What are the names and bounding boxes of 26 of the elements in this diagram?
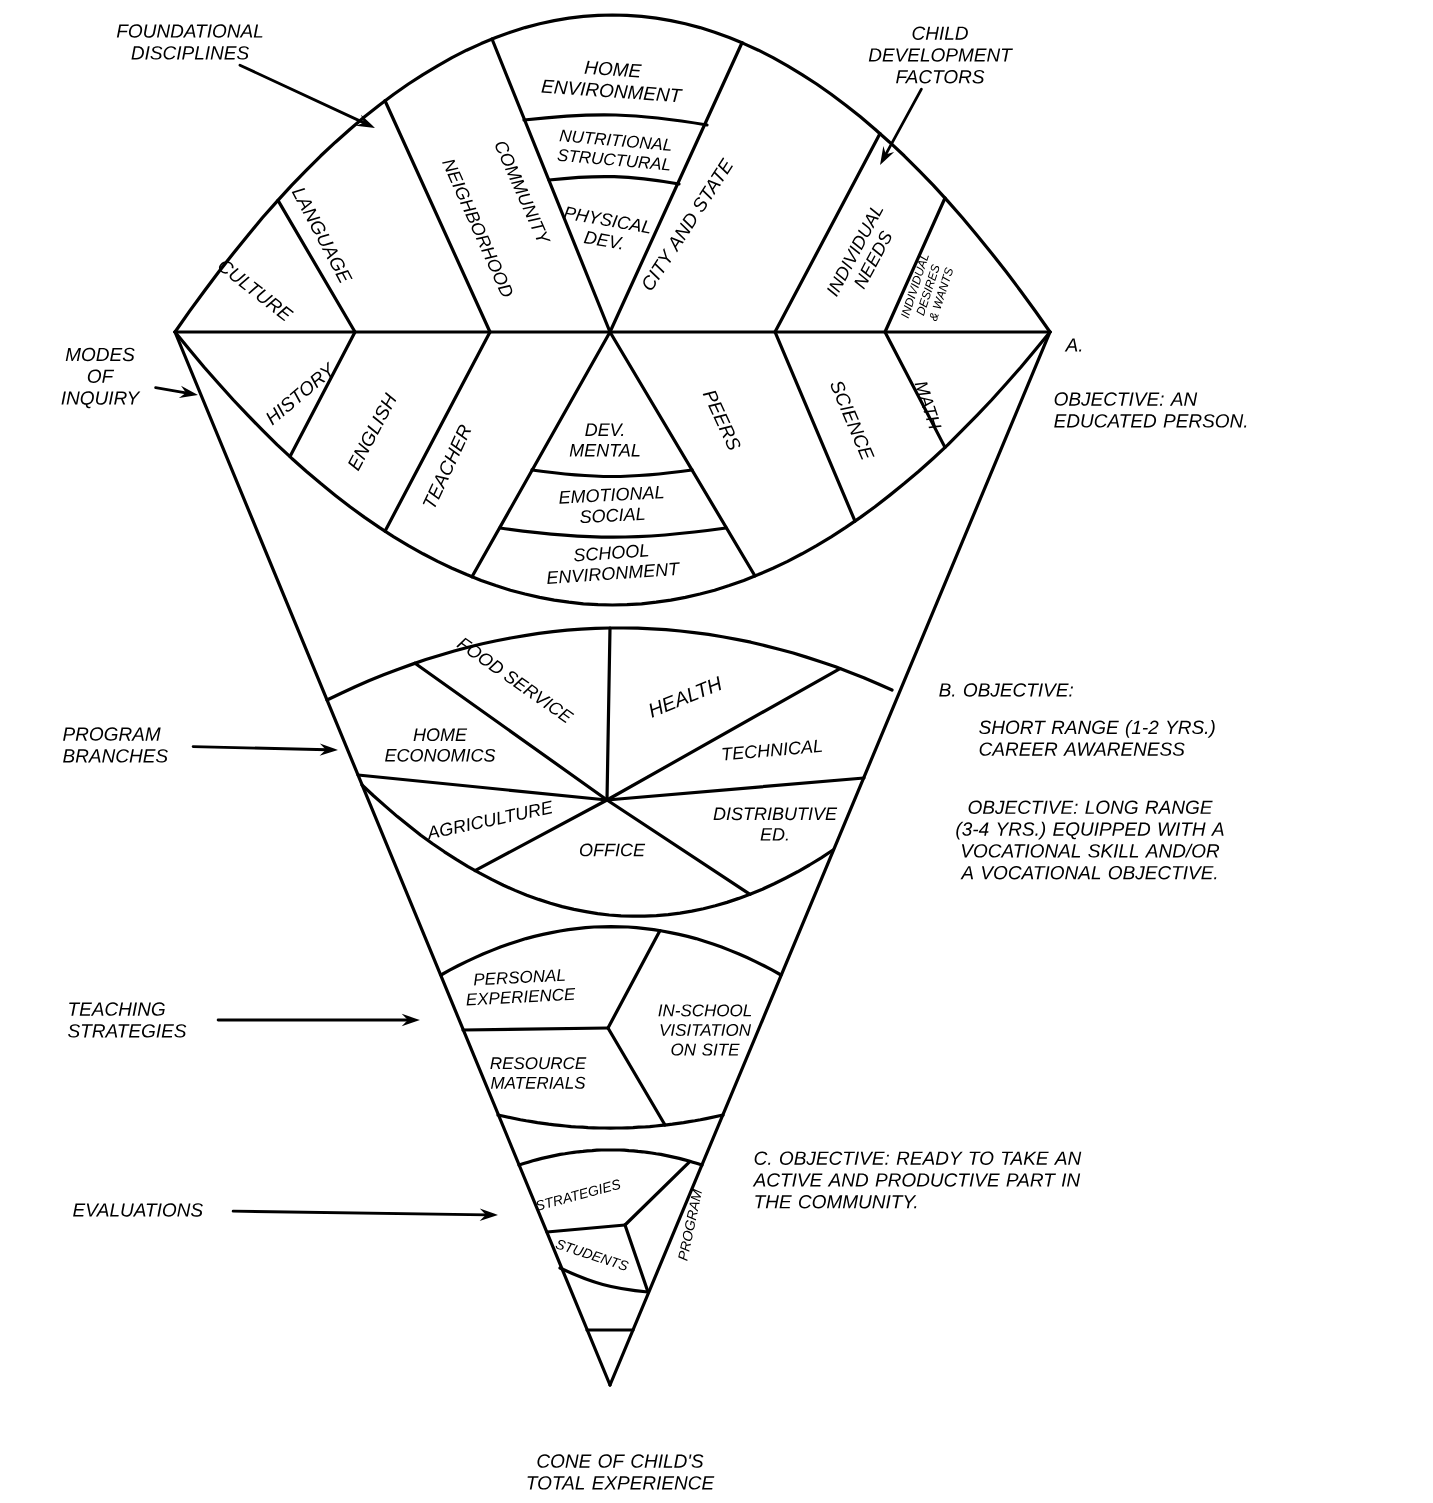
cone-caption: CONE OF CHILD'S TOTAL EXPERIENCE [527, 1454, 715, 1490]
objective-text: SHORT RANGE (1-2 YRS.) CAREER AWARENESS [979, 720, 1215, 756]
objective-text: OBJECTIVE: LONG RANGE (3-4 YRS.) EQUIPPED WITH A VOCATIONAL SKILL AND/OR A VOCATIONAL OBJECTIVE. [956, 800, 1224, 880]
segment-label: HOME ENVIRONMENT [541, 60, 683, 102]
side-label: EVALUATIONS [73, 1203, 203, 1217]
segment-label: RESOURCE MATERIALS [490, 1057, 587, 1089]
side-label: MODES OF INQUIRY [61, 347, 141, 409]
objective-text: B. OBJECTIVE: [939, 683, 1073, 697]
objective-text: OBJECTIVE: AN EDUCATED PERSON. [1054, 392, 1247, 428]
side-label: CHILD DEVELOPMENT FACTORS [868, 26, 1013, 84]
objective-text: A. [1064, 338, 1082, 352]
objective-text: C. OBJECTIVE: READY TO TAKE AN ACTIVE AND PRODUCTIVE PART IN THE COMMUNITY. [752, 1151, 1082, 1209]
segment-label: NUTRITIONAL STRUCTURAL [557, 129, 671, 171]
segment-label: DISTRIBUTIVE ED. [713, 807, 838, 841]
segment-label: PERSONAL EXPERIENCE [466, 969, 576, 1006]
segment-label: EMOTIONAL SOCIAL [559, 486, 664, 524]
segment-label: DEV. MENTAL [569, 423, 640, 457]
side-label: TEACHING STRATEGIES [68, 1002, 187, 1038]
segment-label: TECHNICAL [722, 739, 822, 761]
side-label: PROGRAM BRANCHES [63, 727, 168, 763]
segment-label: OFFICE [580, 843, 646, 857]
segment-label: SCHOOL ENVIRONMENT [547, 544, 680, 585]
segment-label: IN-SCHOOL VISITATION ON SITE [658, 1004, 752, 1056]
segment-label: HOME ECONOMICS [385, 728, 496, 762]
side-label: FOUNDATIONAL DISCIPLINES [116, 24, 263, 60]
segment-label: PHYSICAL DEV. [563, 206, 650, 250]
